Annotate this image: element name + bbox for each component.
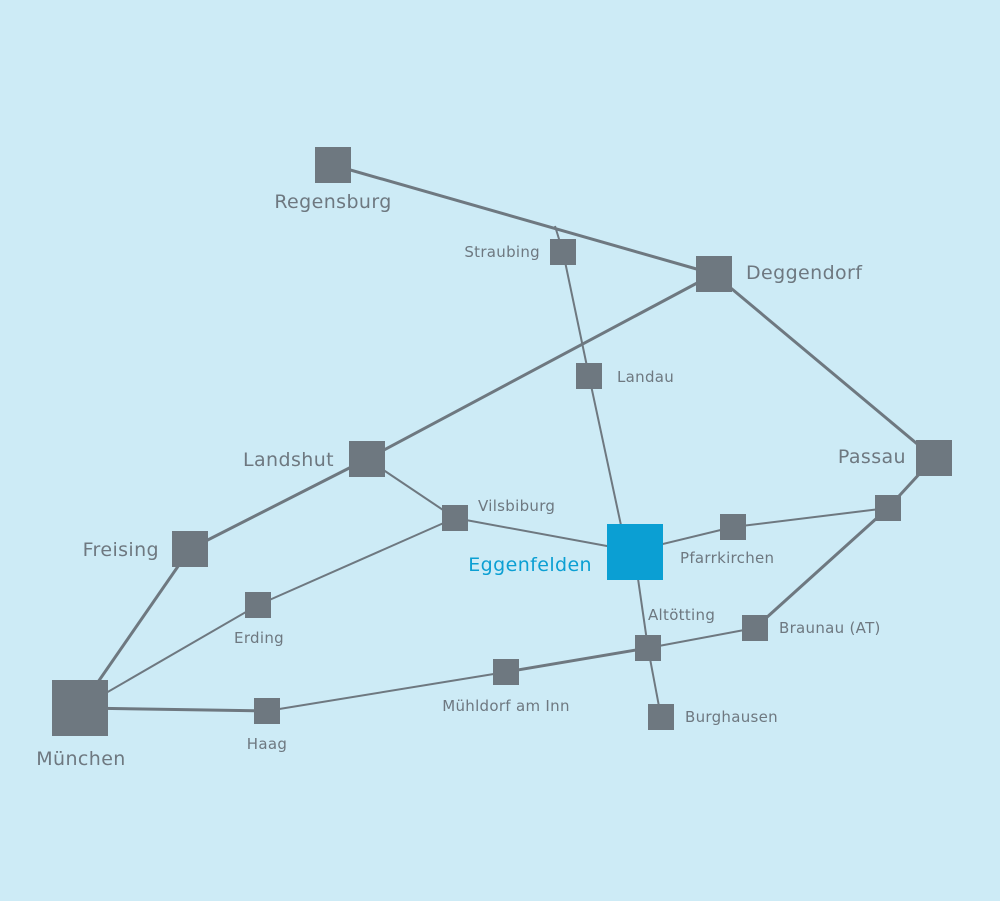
edge-straubing-landau	[562, 251, 590, 377]
edge-junction-braunau	[753, 506, 890, 630]
edge-pfarrkirchen-passau-junction	[732, 507, 889, 528]
edge-regensburg-deggendorf	[332, 163, 715, 276]
node-muenchen	[52, 680, 108, 736]
node-braunau	[742, 615, 768, 641]
node-burghausen	[648, 704, 674, 730]
node-vilsbiburg	[442, 505, 468, 531]
label-passau: Passau	[838, 446, 906, 468]
edge-muehldorf-haag	[266, 671, 507, 712]
label-muehldorf: Mühldorf am Inn	[442, 697, 570, 715]
node-eggenfelden	[607, 524, 663, 580]
edge-landau-eggenfelden	[588, 375, 623, 531]
label-muenchen: München	[36, 748, 126, 770]
edge-vilsbiburg-eggenfelden	[454, 517, 635, 552]
edge-altoetting-braunau	[647, 627, 756, 649]
label-regensburg: Regensburg	[274, 191, 391, 213]
node-passau	[916, 440, 952, 476]
label-freising: Freising	[83, 539, 159, 561]
node-deggendorf	[696, 256, 732, 292]
label-deggendorf: Deggendorf	[746, 262, 863, 284]
node-erding	[245, 592, 271, 618]
node-freising	[172, 531, 208, 567]
label-straubing: Straubing	[464, 243, 540, 261]
label-erding: Erding	[234, 629, 284, 647]
edge-deggendorf-landshut	[366, 272, 715, 461]
node-altoetting	[635, 635, 661, 661]
label-altoetting: Altötting	[648, 606, 715, 624]
edge-haag-muenchen	[79, 706, 268, 713]
node-regensburg	[315, 147, 351, 183]
node-landshut	[349, 441, 385, 477]
edge-vilsbiburg-erding	[257, 517, 456, 606]
label-braunau: Braunau (AT)	[779, 619, 881, 637]
edge-erding-muenchen	[79, 604, 259, 709]
label-haag: Haag	[247, 735, 287, 753]
node-muehldorf	[493, 659, 519, 685]
node-haag	[254, 698, 280, 724]
label-burghausen: Burghausen	[685, 708, 778, 726]
node-straubing	[550, 239, 576, 265]
label-landau: Landau	[617, 368, 674, 386]
edge-landshut-freising	[189, 457, 368, 551]
label-eggenfelden: Eggenfelden	[468, 554, 592, 576]
label-vilsbiburg: Vilsbiburg	[478, 497, 555, 515]
label-landshut: Landshut	[243, 449, 334, 471]
edge-altoetting-muehldorf	[505, 646, 649, 674]
node-passau-junction	[875, 495, 901, 521]
label-pfarrkirchen: Pfarrkirchen	[680, 549, 774, 567]
node-pfarrkirchen	[720, 514, 746, 540]
node-landau	[576, 363, 602, 389]
edge-deggendorf-passau	[713, 272, 935, 460]
